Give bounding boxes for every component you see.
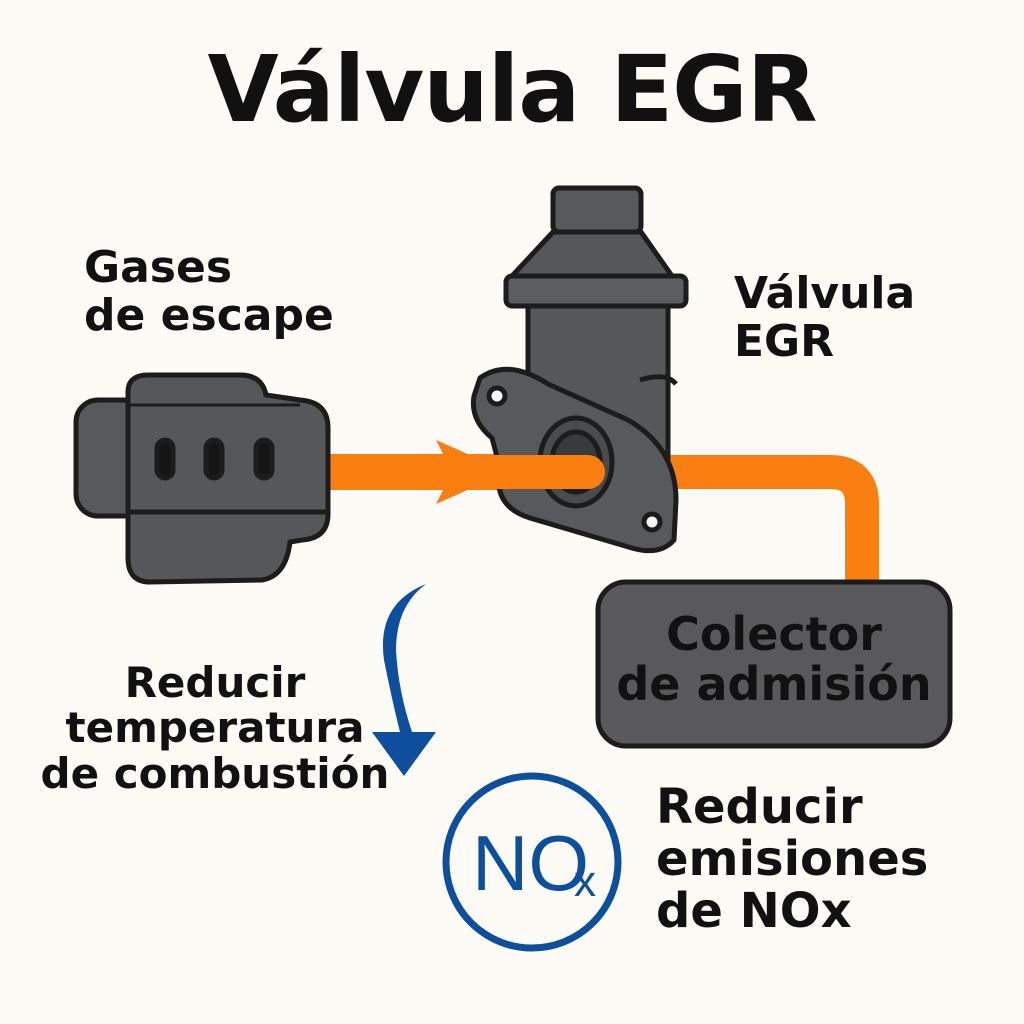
collector-label-line2: de admisión (616, 656, 932, 711)
nox-emissions-label: Reducir emisiones de NOx (656, 779, 929, 939)
combustion-temperature-label: Reducir temperatura de combustión (40, 660, 390, 796)
emissions-label-line1: Reducir (656, 779, 863, 835)
combustion-label-line2: temperatura (65, 703, 365, 753)
valve-label-line1: Válvula (734, 268, 916, 319)
nox-sub-text: x (574, 857, 596, 906)
exhaust-gases-label: Gases de escape (84, 244, 334, 339)
down-arrow-icon (372, 584, 436, 776)
intake-flow-pipe (665, 455, 879, 600)
egr-valve-icon (470, 185, 689, 554)
emissions-label-line3: de NOx (656, 882, 852, 939)
egr-valve-label: Válvula EGR (734, 270, 915, 365)
engine-block-icon (73, 372, 331, 585)
intake-collector-box (595, 579, 953, 749)
emissions-label-line2: emisiones (656, 830, 929, 887)
collector-label-line1: Colector (666, 607, 882, 661)
nox-badge-icon: NO x (442, 772, 622, 952)
intake-collector-label: Colector de admisión (596, 607, 952, 711)
exhaust-label-line1: Gases (84, 242, 233, 293)
nox-main-text: NO (472, 819, 589, 907)
page-title: Válvula EGR (207, 36, 817, 143)
exhaust-label-line2: de escape (84, 289, 334, 341)
combustion-label-line3: de combustión (40, 748, 390, 798)
combustion-label-line1: Reducir (124, 658, 306, 707)
valve-label-line2: EGR (734, 315, 835, 367)
